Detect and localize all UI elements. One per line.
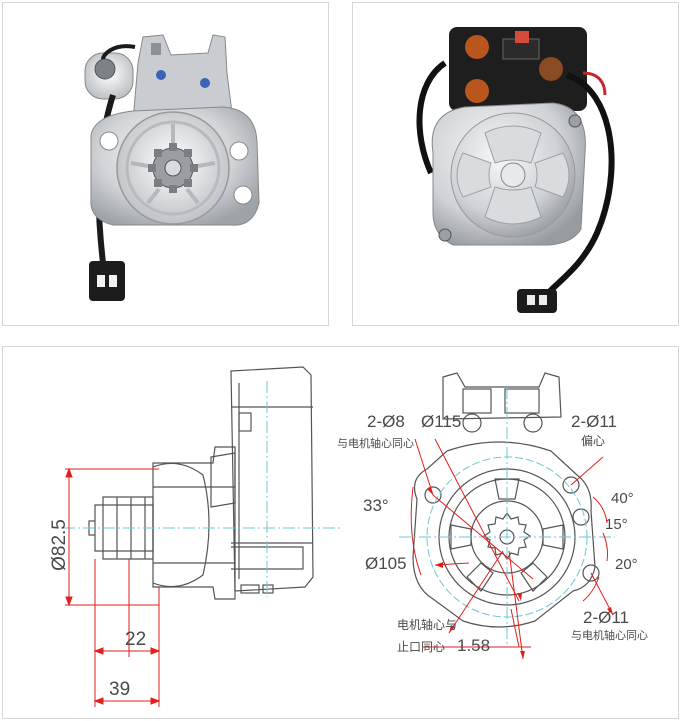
label-2-holes-dia-11-bottom: 2-Ø11 — [583, 608, 629, 627]
label-dia-105: Ø105 — [365, 554, 407, 573]
label-2-holes-dia-11-top: 2-Ø11 — [571, 412, 617, 431]
side-view — [88, 366, 314, 600]
label-offset-1-58: 1.58 — [457, 636, 490, 655]
technical-drawing: Ø82.5 22 39 — [49, 366, 648, 707]
starter-motor-front-photo — [84, 34, 260, 301]
dim-22: 22 — [125, 629, 146, 650]
note-motor-axis-line1: 电机轴心与 — [397, 617, 457, 632]
note-eccentric: 偏心 — [581, 433, 605, 448]
dim-diameter-82-5: Ø82.5 — [49, 519, 70, 571]
note-concentric-with-motor-axis: 与电机轴心同心 — [337, 436, 414, 450]
label-2-holes-dia-8: 2-Ø8 — [367, 412, 405, 431]
label-angle-20: 20° — [615, 556, 638, 573]
starter-motor-back-photo — [416, 27, 615, 313]
photo-panel-back — [352, 2, 679, 326]
note-concentric-with-motor-axis-2: 与电机轴心同心 — [571, 628, 648, 642]
label-angle-15: 15° — [605, 516, 628, 533]
photo-panel-front — [2, 2, 329, 326]
label-angle-33: 33° — [363, 496, 389, 515]
label-dia-115: Ø115 — [421, 412, 461, 431]
technical-drawing-panel: Ø82.5 22 39 — [2, 346, 679, 719]
note-motor-axis-line2: 止口同心 — [397, 640, 445, 654]
label-angle-40: 40° — [611, 490, 634, 507]
dim-39: 39 — [109, 679, 130, 700]
